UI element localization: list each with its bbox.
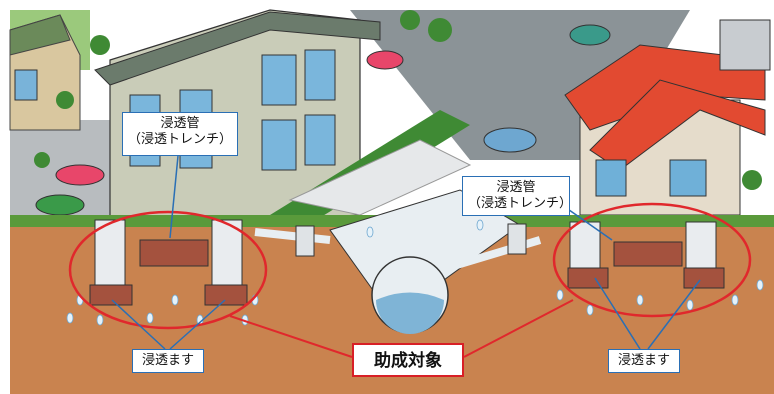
label-infiltration-pipe-left: 浸透管 （浸透トレンチ）: [122, 112, 238, 156]
subsidy-connector-left: [229, 315, 353, 358]
infiltration-basin-left: [89, 219, 248, 306]
label-subsidy-target: 助成対象: [352, 343, 464, 377]
infiltration-basin-right: [567, 221, 725, 289]
label-line1: 浸透管: [160, 116, 200, 131]
label-infiltration-pipe-right: 浸透管 （浸透トレンチ）: [462, 176, 573, 216]
label-line2: （浸透トレンチ）: [468, 196, 573, 211]
sewer-pipe: [254, 189, 542, 334]
label-line2: （浸透トレンチ）: [128, 132, 233, 147]
subsidy-ring-right: [552, 202, 752, 318]
water-drop-icon: [66, 219, 764, 326]
subsidy-connector-right: [463, 299, 574, 358]
tree-icon: [34, 10, 762, 190]
label-infiltration-basin-right: 浸透ます: [608, 349, 680, 373]
car-icon: [35, 24, 611, 216]
paving: [288, 139, 472, 216]
label-infiltration-basin-left: 浸透ます: [132, 349, 204, 373]
leader-lines: [111, 155, 701, 350]
label-line1: 浸透管: [496, 180, 536, 195]
house-icon-right: [564, 19, 771, 216]
subsidy-ring-left: [68, 210, 268, 330]
